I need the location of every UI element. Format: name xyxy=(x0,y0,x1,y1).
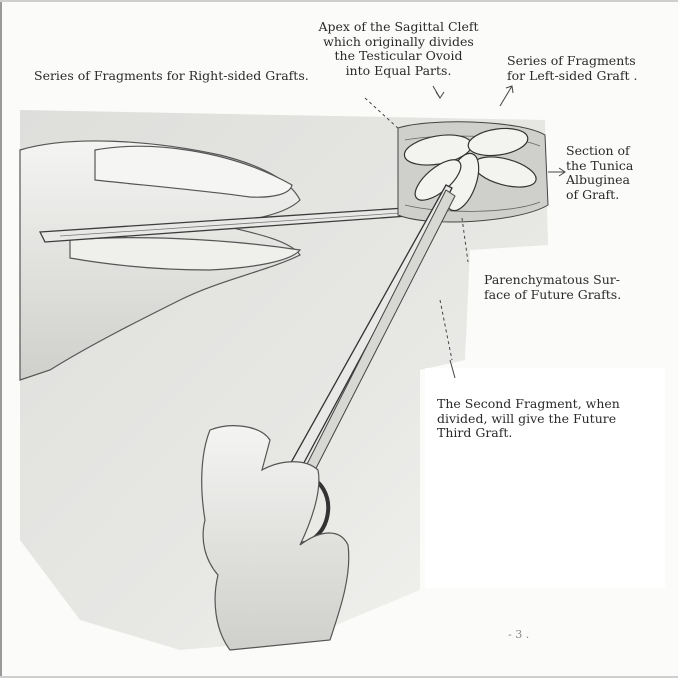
label-apex-sagittal-cleft: Apex of the Sagittal Cleft which origina… xyxy=(296,20,501,78)
label-left-line-2: for Left-sided Graft . xyxy=(507,69,637,84)
label-apex-line-4: into Equal Parts. xyxy=(296,64,501,79)
left-border xyxy=(0,0,2,678)
label-second-line-2: divided, will give the Future xyxy=(437,412,620,427)
top-border xyxy=(0,0,678,2)
label-second-fragment: The Second Fragment, when divided, will … xyxy=(437,397,620,441)
label-second-line-3: Third Graft. xyxy=(437,426,620,441)
label-left-sided-graft: Series of Fragments for Left-sided Graft… xyxy=(507,54,637,83)
label-parenchyma-line-2: face of Future Grafts. xyxy=(484,288,621,303)
label-left-line-1: Series of Fragments xyxy=(507,54,637,69)
label-apex-line-2: which originally divides xyxy=(296,35,501,50)
label-right-sided-grafts: Series of Fragments for Right-sided Graf… xyxy=(34,69,309,84)
label-apex-line-1: Apex of the Sagittal Cleft xyxy=(296,20,501,35)
label-tunica-line-3: Albuginea xyxy=(566,173,633,188)
label-tunica-line-2: the Tunica xyxy=(566,159,633,174)
label-tunica-line-1: Section of xyxy=(566,144,633,159)
label-parenchymatous-surface: Parenchymatous Sur- face of Future Graft… xyxy=(484,273,621,302)
label-tunica-line-4: of Graft. xyxy=(566,188,633,203)
page-mark: - 3 . xyxy=(508,628,529,643)
label-apex-line-3: the Testicular Ovoid xyxy=(296,49,501,64)
label-tunica-albuginea: Section of the Tunica Albuginea of Graft… xyxy=(566,144,633,202)
label-parenchyma-line-1: Parenchymatous Sur- xyxy=(484,273,621,288)
label-second-line-1: The Second Fragment, when xyxy=(437,397,620,412)
